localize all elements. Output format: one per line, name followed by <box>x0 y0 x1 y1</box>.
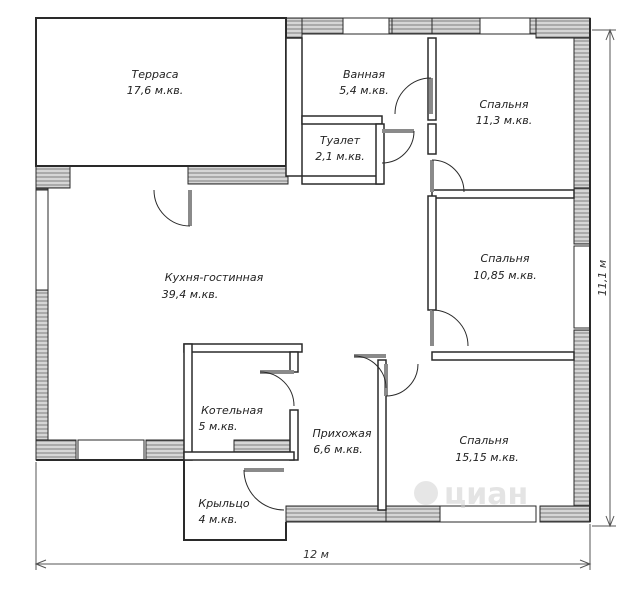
room-area-terrace: 17,6 м.кв. <box>127 84 183 97</box>
watermark: циан <box>414 477 528 512</box>
height-dimension-label: 11,1 м <box>596 260 609 296</box>
room-area-toilet: 2,1 м.кв. <box>315 150 364 163</box>
room-area-porch: 4 м.кв. <box>199 513 238 526</box>
room-area-bedroom-1: 11,3 м.кв. <box>476 114 532 127</box>
room-name-boiler: Котельная <box>201 404 263 417</box>
room-area-bedroom-3: 15,15 м.кв. <box>455 451 518 464</box>
width-dimension-label: 12 м <box>303 548 329 561</box>
room-name-bathroom: Ванная <box>343 68 385 81</box>
room-name-bedroom-3: Спальня <box>460 434 509 447</box>
door-swings <box>153 77 469 511</box>
room-area-bathroom: 5,4 м.кв. <box>339 84 388 97</box>
room-area-kitchen: 39,4 м.кв. <box>162 288 218 301</box>
room-name-kitchen: Кухня-гостинная <box>165 271 264 284</box>
room-area-boiler: 5 м.кв. <box>199 420 238 433</box>
room-name-porch: Крыльцо <box>198 497 249 510</box>
wall-lines <box>36 18 591 541</box>
watermark-text: циан <box>444 477 528 512</box>
height-dimension <box>592 28 616 528</box>
room-name-bedroom-2: Спальня <box>481 252 530 265</box>
watermark-logo-icon <box>414 481 438 505</box>
interior-walls <box>183 37 575 511</box>
room-name-bedroom-1: Спальня <box>480 98 529 111</box>
room-name-terrace: Терраса <box>132 68 179 81</box>
width-dimension <box>34 462 592 570</box>
room-labels: Терраса 17,6 м.кв. Ванная 5,4 м.кв. Спал… <box>127 68 537 526</box>
room-name-toilet: Туалет <box>320 134 361 147</box>
room-area-hall: 6,6 м.кв. <box>313 443 362 456</box>
room-area-bedroom-2: 10,85 м.кв. <box>473 269 536 282</box>
windows <box>35 17 591 523</box>
room-name-hall: Прихожая <box>313 427 372 440</box>
